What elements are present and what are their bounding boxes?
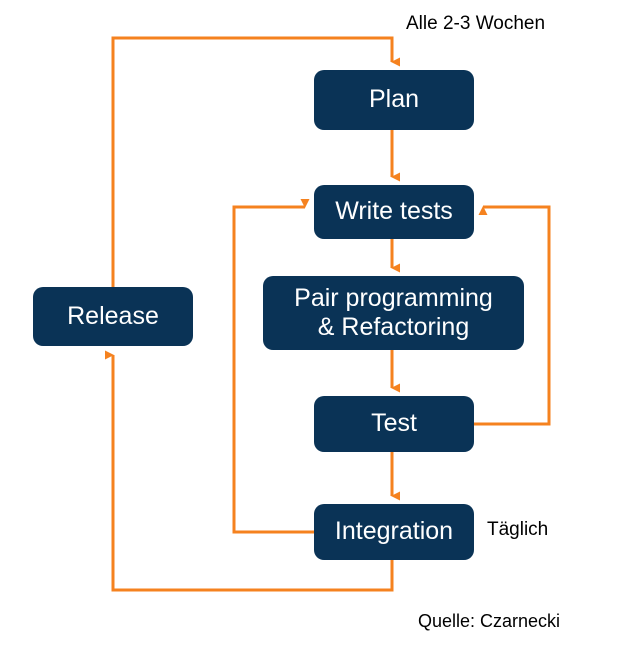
node-plan-label: Plan <box>368 85 420 114</box>
node-test-label: Test <box>371 409 417 438</box>
edge-release-to-plan <box>111 36 400 287</box>
node-pair-programming-label: Pair programming & Refactoring <box>294 283 493 342</box>
caption-cycle-frequency: Alle 2-3 Wochen <box>406 13 546 34</box>
caption-integration-frequency: Täglich <box>487 519 549 540</box>
node-plan[interactable]: Plan <box>314 70 474 130</box>
node-write-tests[interactable]: Write tests <box>314 185 474 239</box>
node-integration-label: Integration <box>334 517 454 546</box>
node-test[interactable]: Test <box>314 396 474 452</box>
edge-integration-to-release <box>105 350 394 592</box>
node-write-tests-label: Write tests <box>335 197 453 226</box>
node-release[interactable]: Release <box>33 287 193 346</box>
node-release-label: Release <box>67 301 159 330</box>
node-pair-programming[interactable]: Pair programming & Refactoring <box>263 276 524 350</box>
node-integration[interactable]: Integration <box>314 504 474 560</box>
edge-integration-to-write-tests <box>232 199 314 534</box>
edge-test-to-write-tests <box>474 205 551 426</box>
caption-source: Quelle: Czarnecki <box>418 611 561 631</box>
